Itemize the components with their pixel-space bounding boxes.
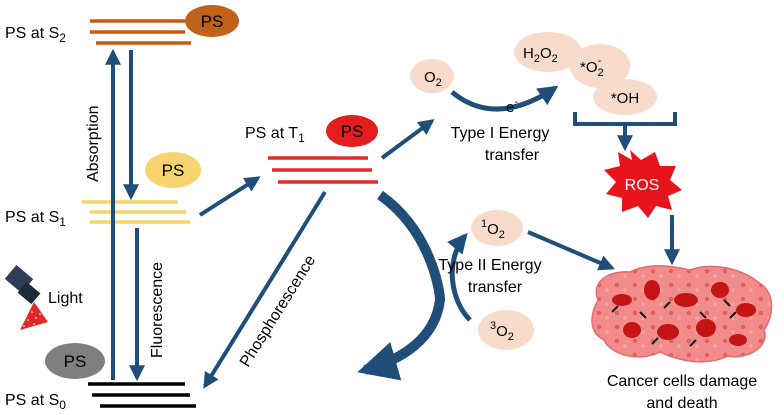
o2-label: O2	[424, 69, 442, 89]
superoxide-label: *O2-	[580, 55, 604, 79]
ps-s2-blob	[185, 5, 239, 37]
type1-label-line1: Type I Energy	[451, 125, 550, 142]
h2o2-bubble	[514, 32, 582, 72]
type2-label-line2: transfer	[468, 279, 523, 296]
ps-s1-blob	[145, 152, 201, 188]
cancer-cells-image	[591, 265, 773, 363]
ps-s1-blob-label: PS	[162, 161, 185, 180]
absorption-label: Absorption	[85, 106, 102, 183]
lamp-icon	[4, 265, 48, 330]
cancer-cells-label-line2: and death	[646, 395, 717, 412]
triplet-to-singlet-arrow	[447, 232, 472, 322]
s0-energy-level	[88, 382, 196, 408]
o2-bubble	[410, 59, 454, 93]
singlet-oxygen-bubble	[471, 210, 523, 246]
type2-label-line1: Type II Energy	[438, 257, 541, 274]
t1-energy-level	[268, 156, 378, 184]
electron-transfer-arrow	[450, 85, 559, 112]
hydroxyl-bubble	[593, 79, 657, 115]
ps-t1-blob-label: PS	[341, 122, 364, 141]
triplet-oxygen-bubble	[478, 310, 534, 350]
light-label: Light	[48, 290, 83, 307]
ps-s2-label: PS at S2	[5, 25, 66, 45]
ps-s2-blob-label: PS	[201, 12, 224, 31]
fluorescence-label: Fluorescence	[149, 262, 166, 358]
ps-t1-blob	[326, 115, 378, 147]
type1-label-line2: transfer	[485, 147, 540, 164]
ros-label: ROS	[625, 177, 660, 194]
hydroxyl-label: *OH	[611, 90, 639, 107]
phosphorescence-arrow	[203, 190, 327, 389]
s2-energy-level	[90, 19, 191, 45]
cancer-cells-label-line1: Cancer cells damage	[607, 373, 757, 390]
ps-s1-label: PS at S1	[5, 209, 66, 229]
s1-energy-level	[82, 200, 190, 224]
ps-s0-blob-label: PS	[64, 352, 87, 371]
ps-s0-blob	[45, 343, 105, 379]
t1-to-type1-arrow	[380, 119, 435, 160]
type1-products-bracket	[573, 112, 677, 152]
h2o2-label: H2O2	[523, 45, 558, 65]
triplet-oxygen-label: 3O2	[490, 320, 514, 343]
ps-t1-label: PS at T1	[245, 125, 305, 145]
ros-burst-icon	[604, 150, 682, 218]
ps-s0-label: PS at S0	[5, 392, 66, 412]
singlet-oxygen-label: 1O2	[481, 218, 505, 241]
intersystem-crossing-arrow	[198, 176, 261, 217]
type2-energy-curve	[357, 190, 446, 381]
electron-label: e-	[506, 96, 518, 116]
singlet-to-cells-arrow	[527, 230, 615, 271]
superoxide-bubble	[570, 44, 630, 88]
